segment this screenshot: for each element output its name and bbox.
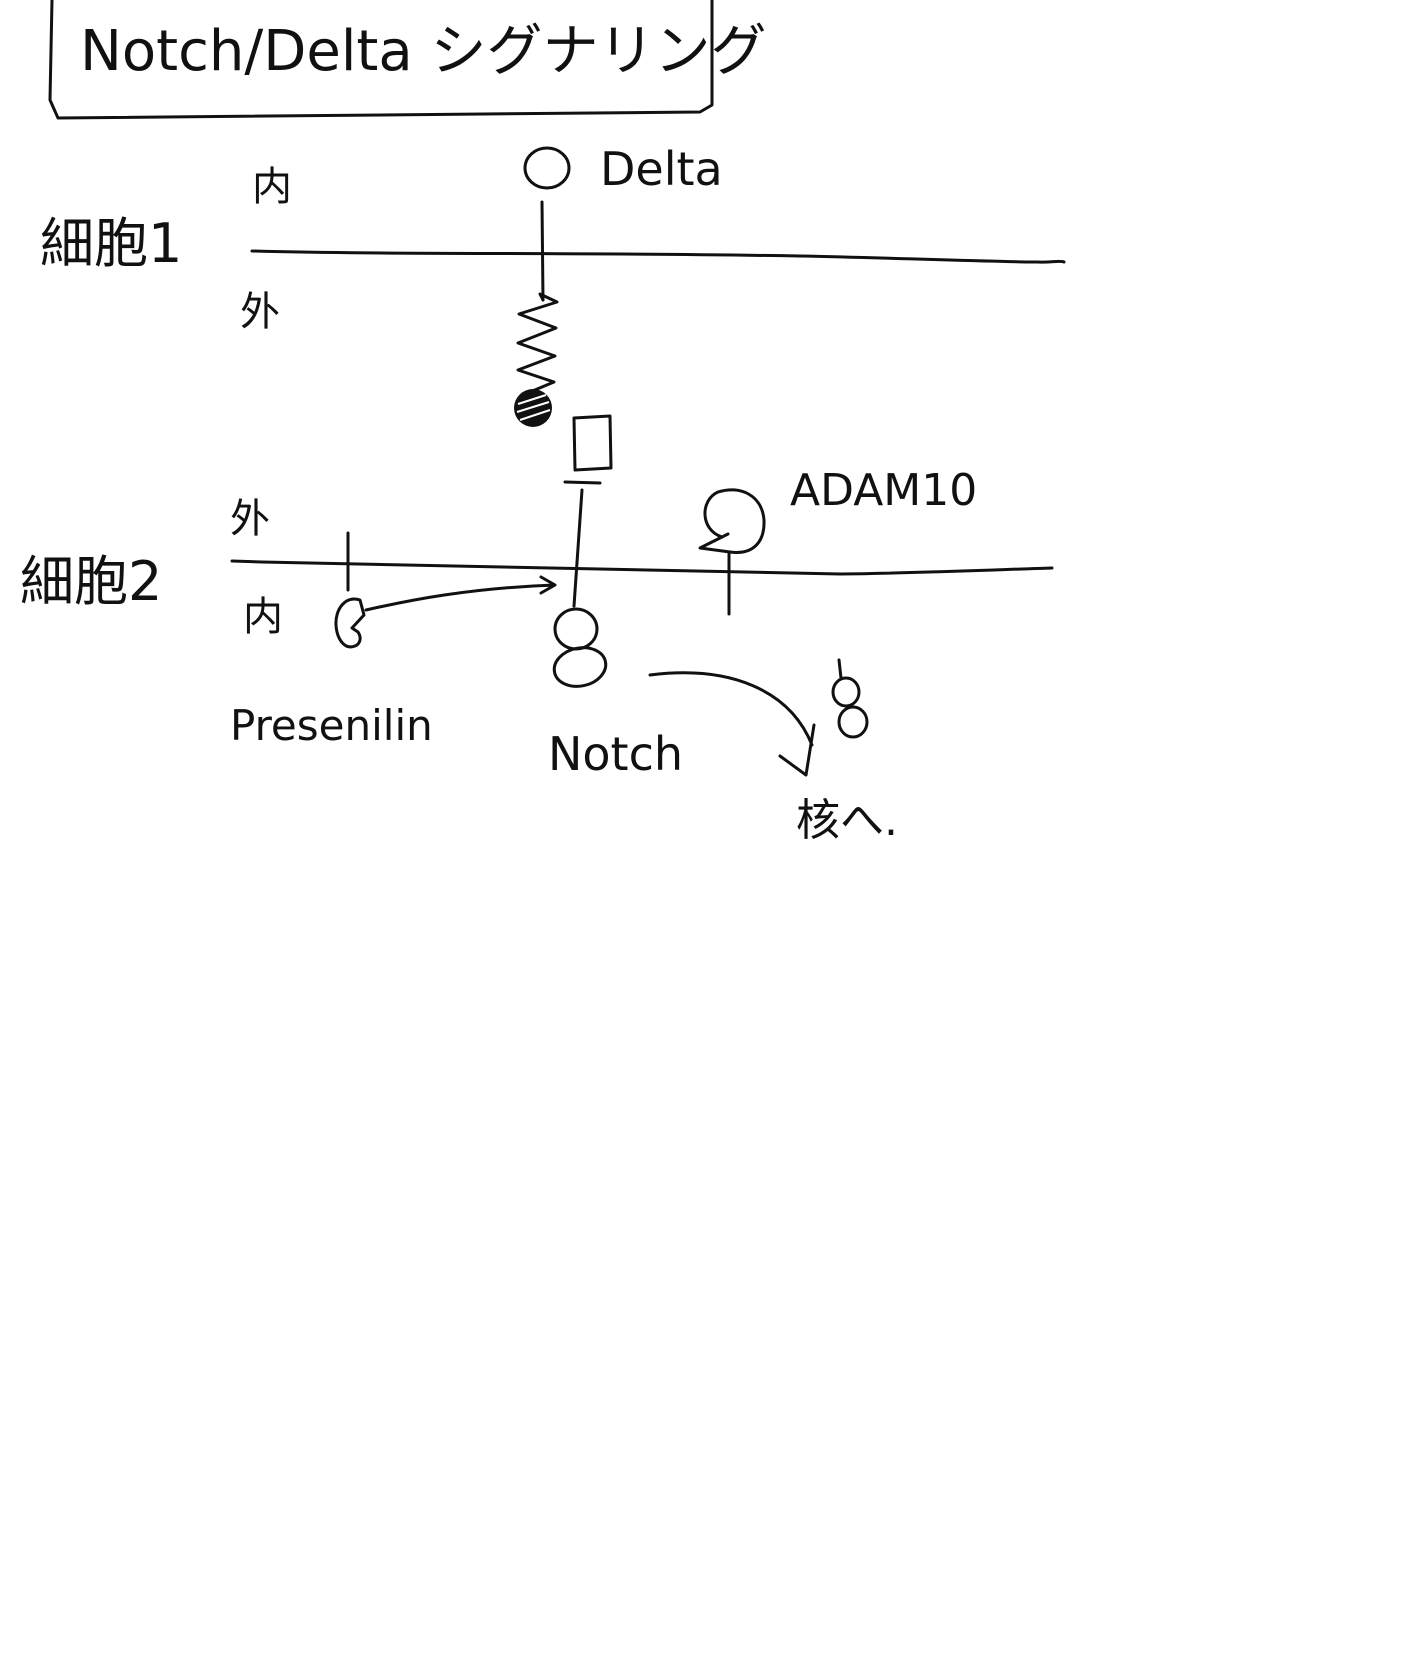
to-nucleus-label: 核へ. <box>796 795 898 846</box>
nicd-fragment-part-1 <box>831 676 861 708</box>
notch-intracellular-domain-2 <box>552 646 608 688</box>
notch-receptor-base <box>563 480 602 485</box>
notch-transmembrane <box>572 488 584 608</box>
nicd-fragment <box>837 658 843 680</box>
nicd-fragment-part-2 <box>837 705 869 739</box>
nicd-release-arrow <box>648 671 816 777</box>
delta-transmembrane <box>540 200 545 302</box>
cell2-label: 細胞2 <box>20 550 162 613</box>
delta-spring <box>516 292 559 398</box>
delta-ligand-hatching <box>516 394 551 421</box>
cell2-outside-label: 外 <box>230 496 270 542</box>
notch-receptor-box <box>572 414 613 472</box>
notch-label: Notch <box>548 727 683 781</box>
diagram-title: Notch/Delta シグナリング <box>80 19 766 84</box>
presenilin-cleavage-arrow <box>364 575 557 612</box>
cell1-membrane <box>250 249 1066 264</box>
delta-head <box>523 146 571 190</box>
title-box <box>48 0 714 120</box>
presenilin-enzyme <box>334 597 366 649</box>
presenilin-label: Presenilin <box>230 701 433 750</box>
cell1-inside-label: 内 <box>252 164 292 210</box>
notch-intracellular-domain-1 <box>553 607 599 651</box>
delta-label: Delta <box>600 142 723 196</box>
cell2-inside-label: 内 <box>243 594 283 640</box>
cell2-membrane <box>230 559 1054 576</box>
cell1-label: 細胞1 <box>40 212 182 275</box>
cell1-outside-label: 外 <box>240 289 280 335</box>
adam10-label: ADAM10 <box>790 465 977 516</box>
adam10-enzyme <box>698 488 766 555</box>
